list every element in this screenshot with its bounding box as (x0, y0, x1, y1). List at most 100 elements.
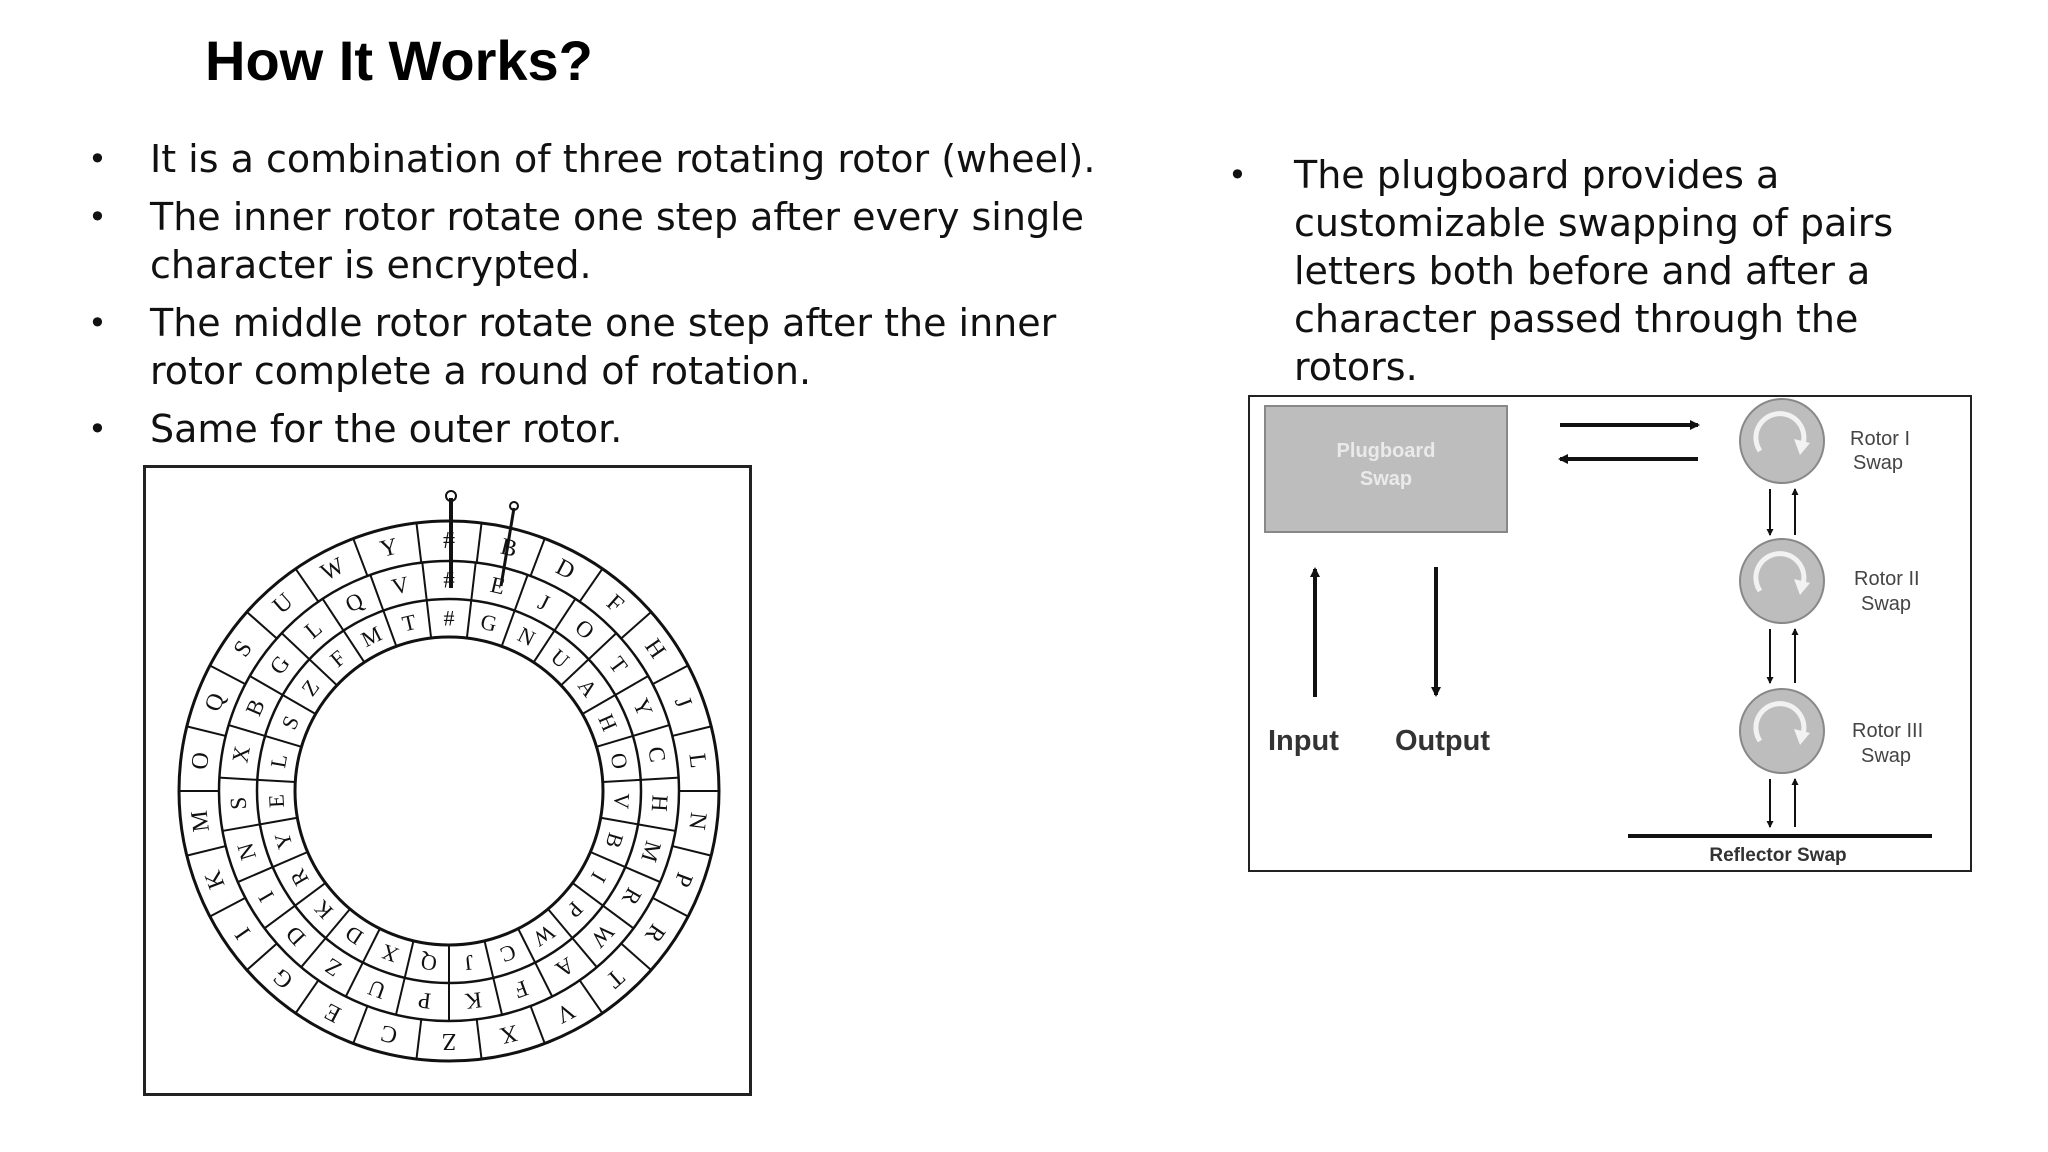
ring-segment-divider (578, 979, 604, 1014)
rotor-letter: Q (341, 587, 367, 617)
rotor-letter: X (378, 939, 402, 968)
rotor-letter: T (600, 964, 628, 993)
ring-segment-divider (222, 823, 261, 832)
ring-segment-divider (637, 823, 676, 832)
rotor-letter: U (268, 588, 298, 619)
ring-segment-divider (534, 962, 554, 997)
rotor-letter: W (528, 919, 559, 951)
ring-segment-divider (652, 897, 689, 918)
rotor-letter: R (285, 865, 314, 890)
input-label: Input (1268, 725, 1339, 757)
rotor-1: Rotor I Swap (1739, 398, 1910, 484)
rotor-letter: Q (419, 949, 438, 976)
rotor-letter: P (417, 987, 433, 1013)
ring-segment-divider (602, 904, 635, 930)
pointer-pin-head (509, 501, 519, 511)
ring-segment-divider (394, 977, 406, 1016)
ring-segment-divider (529, 1005, 546, 1044)
ring-segment-divider (672, 845, 712, 857)
rotor-letter: K (309, 895, 338, 924)
rotor-letter: U (364, 975, 389, 1004)
rotor-letter: J (534, 589, 553, 615)
ring-segment-divider (553, 598, 577, 632)
ring-segment-divider (219, 776, 258, 781)
rotor-letter: G (478, 609, 499, 637)
bullet-item: The inner rotor rotate one step after ev… (88, 193, 1110, 289)
ring-segment-divider (237, 866, 274, 884)
rotor-letter: T (400, 609, 419, 637)
ring-segment-divider (620, 942, 652, 971)
ring-segment-divider (415, 1019, 423, 1060)
rotor-letter: G (268, 963, 298, 994)
rotor-2: Rotor II Swap (1739, 538, 1920, 624)
rotor-letter: N (232, 840, 261, 863)
slide-title: How It Works? (205, 29, 593, 92)
rotor-letter: O (570, 614, 599, 644)
rotor-letter: # (444, 606, 455, 631)
rotor-2-label: Swap (1861, 593, 1911, 615)
ring-segment-divider (246, 942, 278, 971)
ring-segment-divider (470, 562, 477, 601)
ring-segment-divider (492, 977, 504, 1016)
rotor-letter: E (320, 997, 345, 1027)
ring-segment-divider (587, 632, 617, 660)
rotor-3-label: Swap (1861, 745, 1911, 767)
rotor-letter: V (609, 792, 635, 809)
ring-segment-divider (602, 778, 641, 784)
rotor-letter: J (669, 693, 697, 711)
rotor-1-label: Swap (1853, 452, 1903, 474)
rotor-3: Rotor III Swap (1739, 688, 1923, 774)
rotor-letter: H (593, 710, 622, 735)
rotor-letter: O (187, 751, 215, 771)
ring-segment-divider (581, 694, 616, 715)
ring-segment-divider (483, 940, 495, 979)
ring-segment-divider (300, 937, 327, 968)
ring-divider (255, 597, 643, 985)
ring-segment-divider (228, 724, 266, 737)
rotor-letter: P (668, 869, 697, 891)
rotor-letter: E (488, 572, 507, 600)
rotor-letter: Y (378, 534, 401, 563)
rotor-letter: E (263, 794, 289, 809)
rotor-letter: B (601, 830, 629, 851)
ring-segment-divider (672, 725, 712, 737)
ring-segment-divider (342, 630, 366, 663)
rotor-letter: C (643, 745, 670, 764)
rotor-letter: T (604, 652, 632, 678)
rotor-letter: D (281, 921, 311, 950)
ring-segment-divider (186, 725, 226, 737)
ring-segment-divider (246, 611, 278, 640)
ring-segment-divider (632, 724, 670, 737)
ring-segment-divider (186, 845, 226, 857)
rotor-letter: B (241, 695, 270, 719)
ring-segment-divider (571, 882, 604, 907)
ring-segment-divider (475, 1019, 483, 1060)
ring-segment-divider (578, 568, 604, 603)
rotor-letter: R (617, 884, 647, 910)
bullet-item: Same for the outer rotor. (88, 405, 1110, 453)
rotor-letter: K (200, 866, 231, 892)
rotor-letter: W (586, 919, 619, 952)
plugboard-box (1264, 405, 1508, 533)
ring-segment-divider (263, 904, 296, 930)
rotor-letter: J (463, 950, 475, 976)
bullet-item: It is a combination of three rotating ro… (88, 135, 1110, 183)
rotor-letter: I (586, 868, 611, 887)
ring-segment-divider (571, 937, 598, 968)
rotor-letter: X (497, 1019, 520, 1048)
rotor-letter: L (683, 752, 711, 770)
rotor-letter: V (389, 572, 411, 600)
left-bullet-list: It is a combination of three rotating ro… (88, 135, 1110, 463)
rotor-letter: Z (442, 1028, 457, 1054)
output-label: Output (1395, 725, 1490, 757)
rotor-letter: F (601, 590, 628, 618)
ring-segment-divider (403, 940, 415, 979)
rotor-3-label: Rotor III (1852, 720, 1923, 742)
rotor-2-label: Rotor II (1854, 568, 1920, 590)
pointer-pin (499, 507, 516, 587)
rotor-letter: X (227, 744, 255, 765)
rotor-letter: S (226, 796, 252, 810)
rotor-letter: F (511, 975, 532, 1003)
ring-segment-divider (517, 928, 537, 964)
rotation-arrowhead-icon (1794, 729, 1810, 745)
